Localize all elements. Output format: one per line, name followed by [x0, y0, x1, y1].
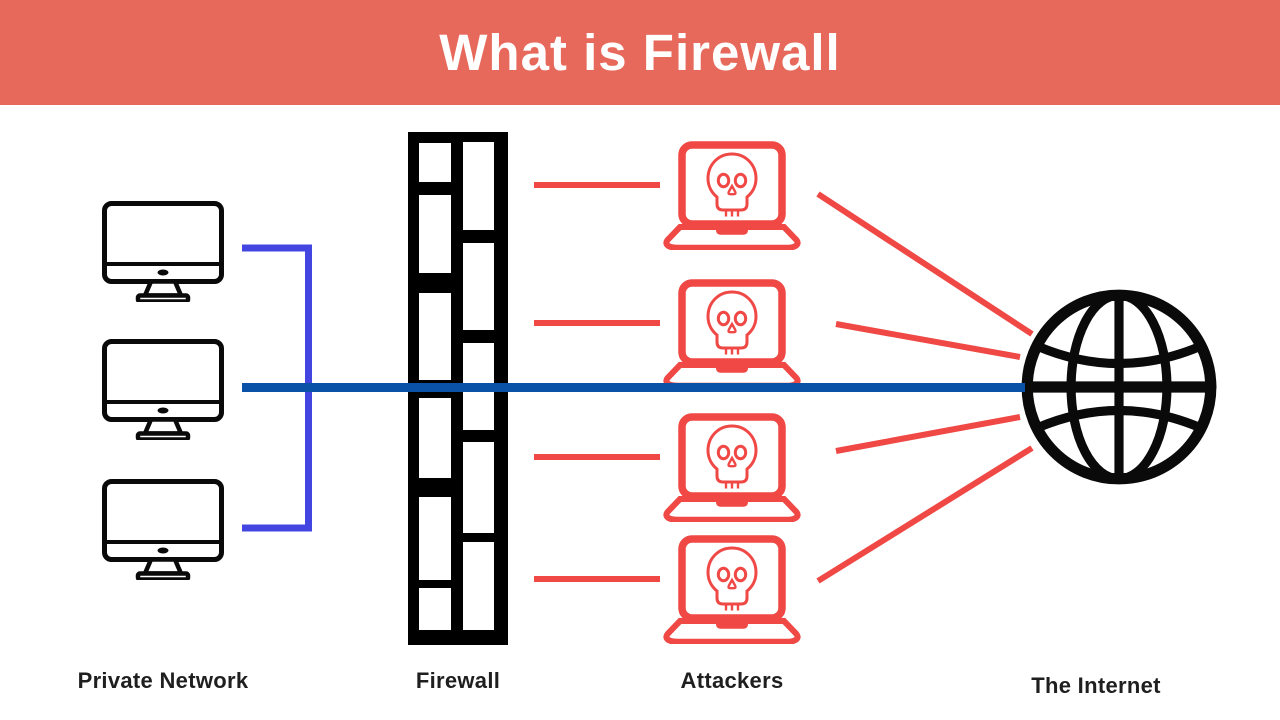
- label-private-network: Private Network: [77, 668, 249, 693]
- attacker-laptop-1: [656, 141, 808, 251]
- desktop-monitor-icon: [102, 201, 224, 304]
- page-title: What is Firewall: [439, 24, 841, 81]
- attack-line-4: [816, 445, 1034, 584]
- desktop-monitor-icon: [102, 339, 224, 442]
- laptop-skull-icon: [663, 413, 801, 523]
- label-the-internet: The Internet: [1031, 673, 1161, 698]
- attack-line-3: [835, 414, 1021, 454]
- label-firewall: Firewall: [415, 668, 501, 693]
- attack-line-1: [816, 191, 1034, 337]
- private-computer-2: [102, 339, 224, 442]
- laptop-skull-icon: [663, 279, 801, 389]
- internet-node: [1017, 285, 1221, 489]
- laptop-skull-icon: [663, 141, 801, 251]
- attacker-laptop-3: [656, 413, 808, 523]
- attack-line-2: [835, 321, 1021, 360]
- laptop-skull-icon: [663, 535, 801, 645]
- skull-icon: [706, 424, 758, 489]
- allowed-traffic-line: [242, 383, 1025, 392]
- desktop-monitor-icon: [102, 479, 224, 582]
- skull-icon: [706, 546, 758, 611]
- attacker-laptop-2: [656, 279, 808, 389]
- private-computer-3: [102, 479, 224, 582]
- globe-icon: [1021, 289, 1217, 485]
- title-banner: What is Firewall: [0, 0, 1280, 105]
- attacker-laptop-4: [656, 535, 808, 645]
- label-attackers: Attackers: [680, 668, 784, 693]
- skull-icon: [706, 290, 758, 355]
- private-computer-1: [102, 201, 224, 304]
- skull-icon: [706, 152, 758, 217]
